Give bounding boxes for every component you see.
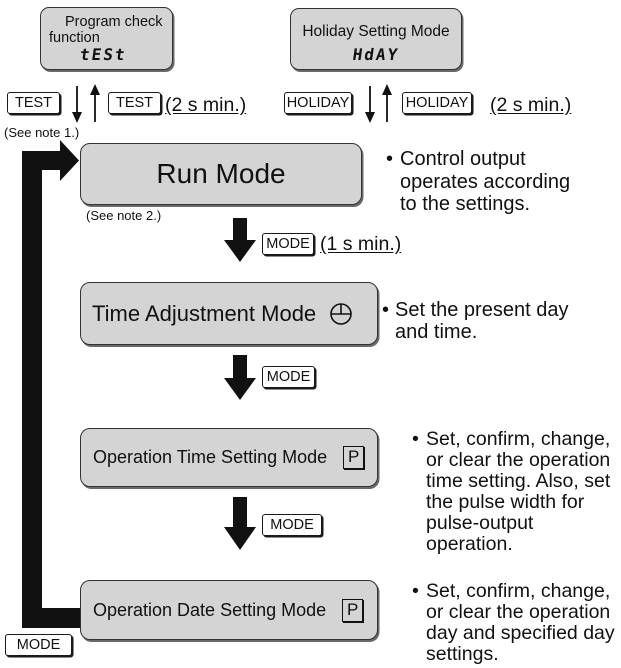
description-line: time setting. Also, set (426, 470, 611, 492)
description-line: and time. (395, 321, 478, 343)
operation-date-description: • Set, confirm, change, or clear the ope… (412, 581, 615, 665)
arrow-head (382, 84, 392, 95)
thick-arrow-run-to-time-adjustment (224, 218, 256, 262)
holiday-key-down: HOLIDAY (284, 92, 352, 114)
run-mode-label: Run Mode (156, 158, 286, 189)
bullet: • (412, 580, 419, 602)
mode-key-operation-time-to-operation-date: MODE (262, 514, 322, 536)
arrow-run-to-holiday (382, 84, 392, 122)
mode-hold-duration: (1 s min.) (320, 233, 402, 255)
description-line: the pulse width for (426, 491, 585, 513)
operation-time-description: • Set, confirm, change, or clear the ope… (412, 429, 610, 555)
bullet: • (412, 428, 419, 450)
holiday-setting-title: Holiday Setting Mode (302, 23, 450, 40)
operation-date-setting-mode-label: Operation Date Setting Mode (93, 599, 327, 620)
arrow-head (365, 112, 375, 123)
arrow-run-to-program-check (90, 84, 100, 122)
test-key-up: TEST (108, 92, 161, 114)
p-key-icon: P (343, 446, 365, 469)
arrow-holiday-to-run (365, 86, 375, 123)
description-line: or clear the operation (426, 449, 611, 471)
bullet: • (382, 299, 390, 321)
mode-key-time-adjustment-to-operation-time: MODE (262, 366, 315, 388)
mode-key-operation-date-to-run: MODE (5, 634, 72, 656)
description-line: operates according (400, 170, 571, 193)
run-mode-description: • Control output operates according to t… (386, 148, 570, 216)
return-arrow-to-run-mode (22, 140, 80, 628)
holiday-setting-panel: Holiday Setting Mode HdAY (290, 8, 462, 70)
description-line: operation. (426, 533, 513, 555)
note-1: (See note 1.) (4, 125, 80, 140)
run-mode-box: Run Mode (80, 143, 362, 205)
arrow-head (72, 112, 82, 123)
program-check-title-line-1: Program check (65, 14, 163, 30)
time-adjustment-mode-label: Time Adjustment Mode (92, 300, 317, 326)
note-2: (See note 2.) (86, 208, 162, 223)
holiday-key-up: HOLIDAY (402, 92, 472, 114)
program-check-panel: Program check function tESt (40, 7, 173, 70)
arrow-head (90, 84, 100, 95)
program-check-lcd-display: tESt (78, 45, 128, 64)
description-line: or clear the operation (426, 601, 611, 623)
p-key-icon: P (342, 598, 364, 622)
time-adjustment-mode-box: Time Adjustment Mode (80, 282, 378, 345)
test-hold-duration: (2 s min.) (165, 94, 247, 116)
operation-date-setting-mode-box: Operation Date Setting Mode P (80, 580, 378, 640)
description-line: Set, confirm, change, (426, 428, 611, 450)
time-adjustment-description: • Set the present day and time. (382, 299, 568, 343)
description-line: settings. (426, 643, 499, 665)
description-line: to the settings. (400, 193, 531, 215)
test-key-down: TEST (7, 92, 60, 114)
operation-time-setting-mode-box: Operation Time Setting Mode P (80, 428, 378, 487)
thick-arrow-time-adjustment-to-operation-time (224, 355, 256, 400)
arrow-program-check-to-run (72, 86, 82, 123)
description-line: Set the present day (395, 299, 569, 321)
program-check-title-line-2: function (49, 30, 100, 46)
description-line: Set, confirm, change, (426, 580, 611, 602)
description-line: pulse-output (426, 512, 534, 534)
holiday-lcd-display: HdAY (351, 45, 401, 64)
description-line: day and specified day (426, 622, 615, 644)
holiday-hold-duration: (2 s min.) (490, 94, 572, 116)
clock-icon (330, 302, 352, 325)
mode-key-run-to-time-adjustment: MODE (262, 233, 314, 255)
thick-arrow-operation-time-to-operation-date (224, 497, 256, 550)
bullet: • (386, 148, 394, 170)
description-line: Control output (400, 148, 526, 170)
operation-time-setting-mode-label: Operation Time Setting Mode (93, 447, 328, 467)
